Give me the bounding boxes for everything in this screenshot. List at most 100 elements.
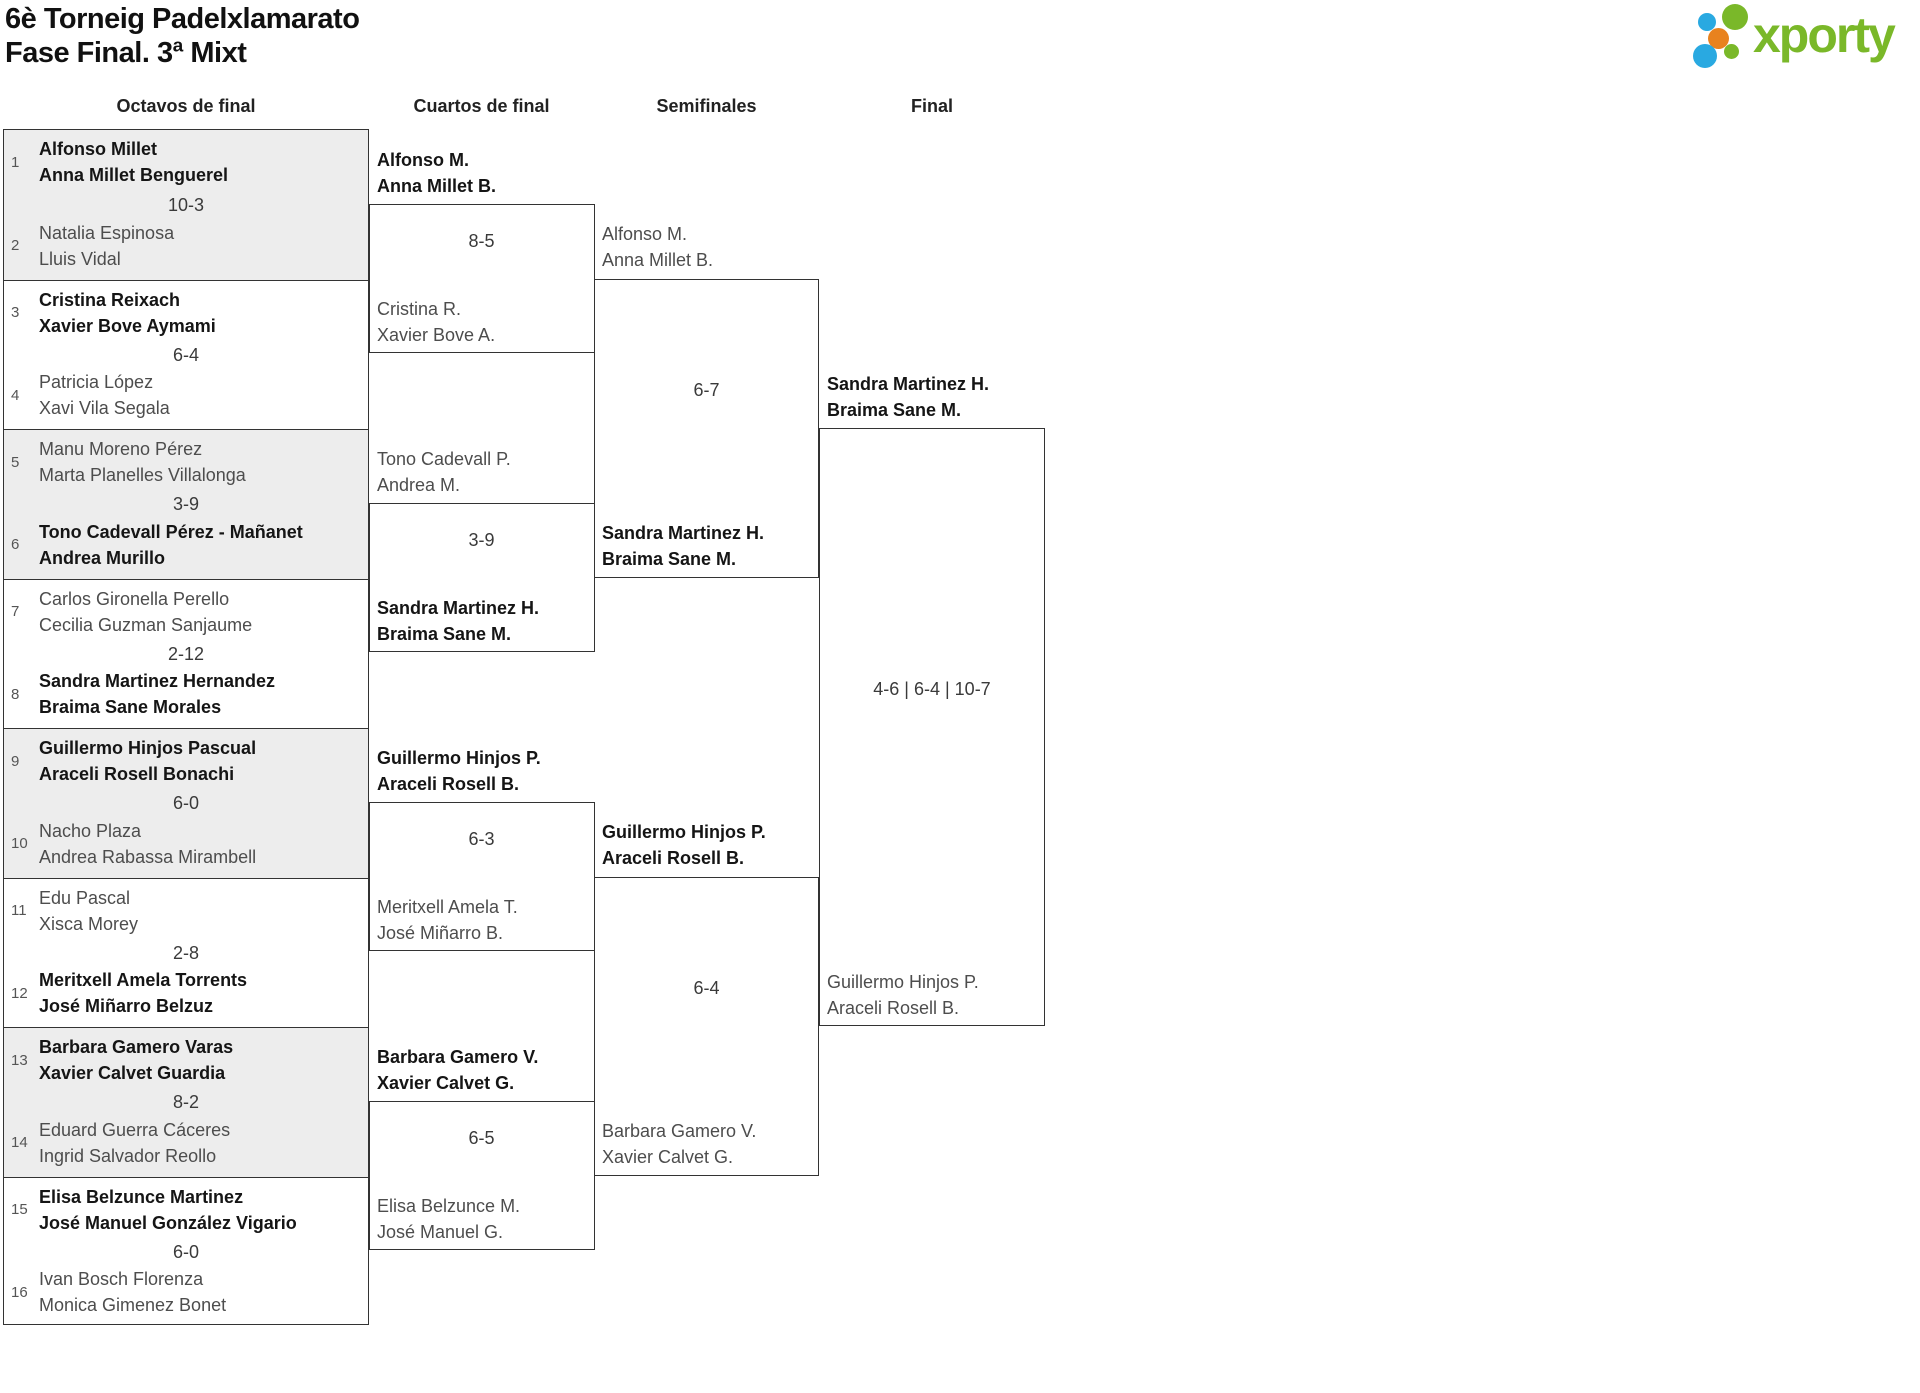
player-name: Barbara Gamero V. bbox=[377, 1047, 539, 1067]
qf2-top-team: Tono Cadevall P.Andrea M. bbox=[377, 446, 593, 498]
player-name: Xavier Bove Aymami bbox=[39, 315, 216, 336]
qf3-score: 6-3 bbox=[468, 828, 495, 849]
seed-number: 7 bbox=[11, 603, 20, 620]
player-name: José Manuel González Vigario bbox=[39, 1212, 297, 1233]
xporty-logo[interactable]: xporty bbox=[1690, 0, 1915, 75]
player-name: Sandra Martinez H. bbox=[827, 374, 990, 394]
player-name: Xavi Vila Segala bbox=[39, 398, 170, 418]
player-name: Araceli Rosell B. bbox=[377, 774, 520, 794]
final-bottom-team: Guillermo Hinjos P.Araceli Rosell B. bbox=[827, 969, 1043, 1021]
logo-dot-green-large bbox=[1722, 4, 1748, 30]
player-name: Anna Millet Benguerel bbox=[39, 165, 229, 185]
player-name: Sandra Martinez Hernandez bbox=[39, 671, 276, 691]
player-name: Ivan Bosch Florenza bbox=[39, 1269, 204, 1289]
seed-number: 9 bbox=[11, 752, 20, 770]
round-header-final: Final bbox=[910, 96, 953, 116]
seed-number: 10 bbox=[11, 835, 28, 852]
sf1-bracket-box bbox=[594, 278, 819, 578]
seed-number: 4 bbox=[11, 386, 20, 404]
qf2-bottom-team: Sandra Martinez H. Braima Sane M. bbox=[377, 595, 593, 647]
player-name: Nacho Plaza bbox=[39, 820, 142, 841]
final-top-team: Sandra Martinez H. Braima Sane M. bbox=[827, 371, 1043, 423]
player-name: Meritxell Amela Torrents bbox=[39, 970, 248, 990]
player-name: Natalia Espinosa bbox=[39, 222, 175, 243]
page-title: 6è Torneig Padelxlamarato Fase Final. 3ª… bbox=[5, 2, 360, 70]
match-score: 8-2 bbox=[172, 1092, 199, 1113]
player-name: Cristina R. bbox=[377, 299, 462, 319]
qf1-bottom-team: Cristina R. Xavier Bove A. bbox=[377, 296, 593, 348]
player-name: Guillermo Hinjos P. bbox=[602, 822, 766, 842]
seed-number: 13 bbox=[11, 1051, 28, 1069]
match-score: 6-0 bbox=[172, 793, 199, 814]
qf2-score: 3-9 bbox=[468, 529, 495, 550]
match-score: 2-8 bbox=[172, 942, 199, 963]
sf2-bottom-team: Barbara Gamero V.Xavier Calvet G. bbox=[602, 1118, 818, 1170]
match-score: 10-3 bbox=[167, 194, 205, 215]
player-name: Elisa Belzunce Martinez bbox=[39, 1186, 244, 1207]
player-name: Alfonso M. bbox=[377, 150, 469, 170]
player-name: Andrea Rabassa Mirambell bbox=[39, 846, 257, 867]
seed-number: 6 bbox=[11, 536, 20, 553]
phase-name: Fase Final. 3ª Mixt bbox=[5, 37, 247, 69]
player-name: Braima Sane M. bbox=[827, 400, 962, 420]
match-score: 2-12 bbox=[167, 643, 205, 664]
player-name: Guillermo Hinjos P. bbox=[827, 972, 979, 992]
player-name: Cristina Reixach bbox=[39, 289, 181, 310]
player-name: Anna Millet B. bbox=[377, 176, 497, 196]
player-name: Carlos Gironella Perello bbox=[39, 588, 230, 609]
seed-number: 1 bbox=[11, 153, 20, 171]
player-name: Andrea Murillo bbox=[39, 547, 166, 568]
seed-number: 11 bbox=[11, 902, 27, 919]
player-name: Sandra Martinez H. bbox=[602, 523, 765, 543]
qf1-score: 8-5 bbox=[468, 230, 495, 251]
player-name: Meritxell Amela T. bbox=[377, 897, 518, 917]
player-name: Braima Sane Morales bbox=[39, 697, 222, 717]
qf3-top-team: Guillermo Hinjos P. Araceli Rosell B. bbox=[377, 745, 593, 797]
player-name: Guillermo Hinjos P. bbox=[377, 748, 541, 768]
player-name: Tono Cadevall P. bbox=[377, 449, 511, 469]
player-name: Alfonso M. bbox=[602, 224, 688, 244]
player-name: Tono Cadevall Pérez - Mañanet bbox=[39, 521, 303, 542]
player-name: Patricia López bbox=[39, 372, 154, 392]
player-name: Lluis Vidal bbox=[39, 248, 121, 269]
seed-number: 5 bbox=[11, 453, 20, 471]
qf1-top-team: Alfonso M. Anna Millet B. bbox=[377, 147, 593, 199]
player-name: Barbara Gamero V. bbox=[602, 1121, 757, 1141]
player-name: Xavier Bove A. bbox=[377, 325, 496, 345]
player-name: Barbara Gamero Varas bbox=[39, 1037, 234, 1057]
tournament-name: 6è Torneig Padelxlamarato bbox=[5, 3, 360, 35]
seed-number: 8 bbox=[11, 685, 20, 703]
qf3-bottom-team: Meritxell Amela T.José Miñarro B. bbox=[377, 894, 593, 946]
logo-dot-orange bbox=[1708, 28, 1729, 49]
player-name: Sandra Martinez H. bbox=[377, 598, 540, 618]
sf2-top-team: Guillermo Hinjos P.Araceli Rosell B. bbox=[602, 819, 818, 871]
player-name: Eduard Guerra Cáceres bbox=[39, 1119, 231, 1140]
logo-dot-blue-large bbox=[1693, 44, 1717, 68]
qf4-bracket-box bbox=[369, 1100, 595, 1251]
final-score: 4-6 | 6-4 | 10-7 bbox=[873, 679, 991, 699]
sf1-top-team: Alfonso M. Anna Millet B. bbox=[602, 221, 818, 273]
player-name: Manu Moreno Pérez bbox=[39, 439, 203, 459]
seed-number: 16 bbox=[11, 1283, 28, 1301]
seed-number: 14 bbox=[11, 1134, 28, 1151]
player-name: Braima Sane M. bbox=[377, 624, 512, 644]
round-header-octavos: Octavos de final bbox=[116, 96, 256, 116]
player-name: Anna Millet B. bbox=[602, 250, 714, 270]
